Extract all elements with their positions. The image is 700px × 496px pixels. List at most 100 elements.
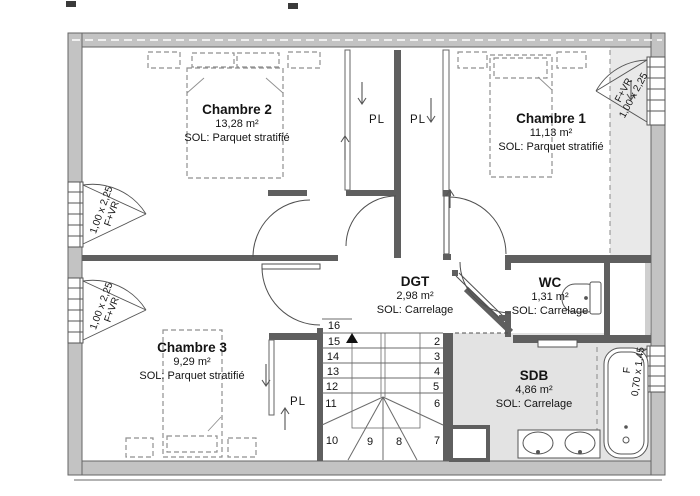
outer-walls [66, 1, 666, 481]
stairs-right-wall [443, 333, 453, 461]
wc-west-wall [505, 311, 511, 337]
stair-step-10: 10 [325, 435, 339, 447]
arrow-up-chambre1-door [445, 189, 455, 208]
room-floor: SOL: Carrelage [511, 305, 589, 317]
stair-step-8: 8 [395, 436, 403, 448]
closet-label-2: PL [289, 396, 307, 408]
wc-door-arc [459, 261, 512, 314]
dimension-tick [288, 3, 298, 9]
stairs-left-wall [317, 328, 323, 461]
pl1-bottom-wall [346, 190, 396, 196]
arrow-down-pl2 [426, 98, 436, 123]
room-floor: SOL: Parquet stratifié [498, 141, 604, 153]
stair-step-14: 14 [326, 351, 340, 363]
room-floor: SOL: Parquet stratifié [184, 132, 290, 144]
stair-step-16: 16 [327, 320, 341, 332]
room-name: SDB [519, 368, 549, 383]
furniture [125, 51, 587, 458]
room-area: 1,31 m² [531, 291, 569, 303]
bathtub [603, 347, 649, 459]
wc-bottom-wall [513, 335, 651, 343]
room-area: 13,28 m² [215, 118, 259, 130]
arrow-down-eaves [626, 80, 636, 101]
pl-divider-wall [394, 50, 401, 258]
stair-step-12: 12 [325, 381, 339, 393]
toilet [561, 281, 602, 315]
stair-step-5: 5 [432, 381, 440, 393]
bed-chambre1 [457, 51, 587, 178]
duct-hatch [645, 263, 650, 335]
corridor-door-arc [345, 195, 397, 247]
pl3-left-wall [268, 339, 275, 416]
wc-duct-space [610, 263, 645, 335]
bed-chambre3 [125, 329, 257, 458]
stair-step-2: 2 [433, 336, 441, 348]
window-dim-line: F [621, 366, 634, 375]
stair-step-15: 15 [327, 336, 341, 348]
room-floor: SOL: Carrelage [495, 398, 573, 410]
room-area: 11,13 m² [529, 127, 573, 139]
arrow-up-pl1 [340, 135, 350, 160]
chambre2-chambre3-wall [82, 255, 338, 261]
floor-fills [82, 47, 651, 461]
slope-arrows [261, 80, 636, 430]
stairs [321, 318, 444, 461]
chambre1-door-arc [448, 196, 507, 255]
room-floor: SOL: Parquet stratifié [139, 370, 245, 382]
doors [252, 190, 512, 334]
stairs-direction-arrow [346, 333, 358, 343]
pl3-top-wall [269, 333, 318, 340]
arrow-down-pl1 [357, 82, 367, 105]
pl1-left-wall [344, 49, 351, 191]
chambre2-door-leaf-wall [268, 190, 307, 196]
radiator [537, 339, 578, 348]
stair-step-13: 13 [326, 366, 340, 378]
window-chambre2 [67, 181, 147, 248]
sink-counter [517, 429, 601, 459]
arrow-up-pl3 [280, 407, 290, 430]
chambre2-door-arc [252, 199, 311, 258]
chambre3-door-arc [261, 266, 321, 326]
stair-step-9: 9 [366, 436, 374, 448]
arrow-down-pl3 [261, 364, 271, 387]
wc-west-jamb-top [505, 258, 511, 270]
stair-step-3: 3 [433, 351, 441, 363]
stair-step-6: 6 [433, 398, 441, 410]
closet-label-0: PL [368, 114, 386, 126]
room-area: 2,98 m² [396, 290, 434, 302]
room-floor: SOL: Carrelage [376, 304, 454, 316]
stairwell-void [351, 332, 421, 429]
duct-box [449, 425, 490, 462]
stair-step-4: 4 [433, 366, 441, 378]
window-dim-line: 0,70 x 1,45 [629, 346, 647, 397]
thin-partitions [268, 49, 450, 416]
room-name: DGT [400, 274, 430, 289]
window-chambre3 [67, 277, 147, 344]
wall-left [67, 32, 83, 476]
wc-top-wall [505, 255, 651, 263]
stair-step-11: 11 [325, 398, 337, 410]
sdb-door-leaf [455, 275, 501, 320]
bed-chambre2 [147, 51, 321, 179]
room-name: Chambre 3 [157, 340, 227, 355]
room-area: 9,29 m² [173, 356, 211, 368]
chambre3-door-leaf [261, 263, 321, 270]
room-name: Chambre 2 [202, 102, 272, 117]
stair-step-7: 7 [433, 435, 441, 447]
window-chambre1 [595, 56, 666, 126]
room-name: WC [538, 275, 562, 290]
dimension-tick [66, 1, 76, 7]
